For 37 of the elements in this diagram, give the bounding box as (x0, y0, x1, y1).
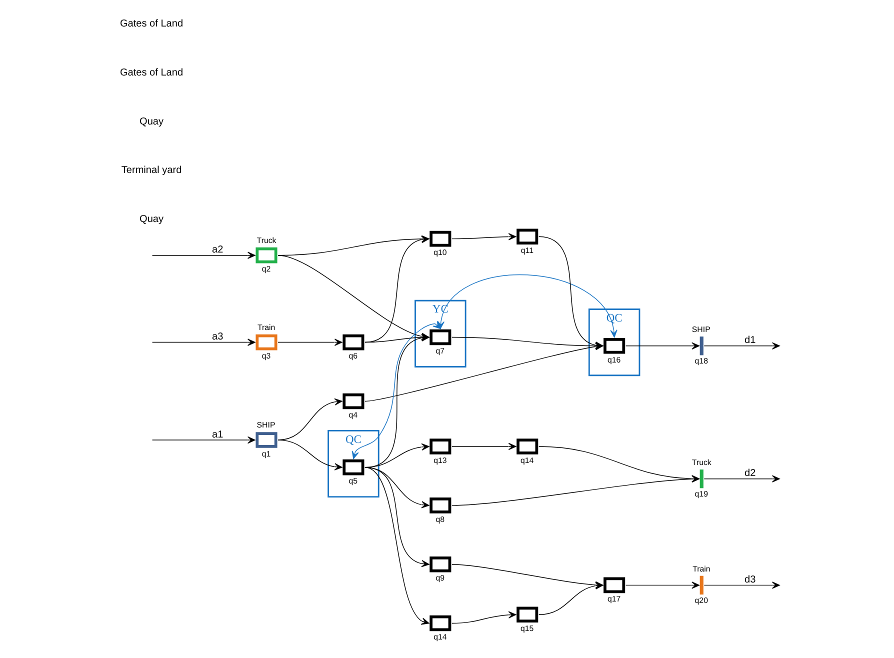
node-label: q5 (348, 476, 358, 486)
label: Quay (139, 214, 164, 226)
edge-label: d2 (744, 468, 756, 480)
node-label: SHIP (256, 420, 275, 430)
node-label: q9 (435, 574, 444, 583)
node-label: q3 (261, 352, 270, 361)
node-label: SHIP (691, 325, 710, 334)
node-label: q18 (694, 356, 708, 366)
edge-label: a1 (212, 429, 223, 440)
node-label: Train (257, 322, 275, 332)
node-label: q20 (694, 596, 708, 606)
node-label: Train (692, 564, 710, 574)
edge-label: a3 (212, 332, 223, 343)
node-label: q11 (520, 246, 533, 256)
edge-label: d1 (744, 335, 756, 346)
node-label: q10 (433, 248, 446, 258)
edge-label: d3 (744, 574, 756, 586)
node-label: q15 (520, 624, 534, 634)
node-label: q19 (694, 490, 708, 499)
label: Gates of Land (119, 67, 183, 78)
node-label: q14 (520, 456, 534, 465)
label: Quay (139, 116, 164, 128)
node-label: Truck (256, 236, 276, 245)
node-label: q14 (433, 632, 446, 642)
edge-label: a2 (212, 244, 223, 256)
node-label: q8 (435, 514, 444, 524)
node-label: q17 (606, 594, 620, 604)
node-label: Truck (691, 458, 711, 468)
node-label: q1 (261, 449, 270, 458)
node-label: q16 (606, 355, 620, 364)
node-label: q13 (433, 456, 446, 465)
node-label: q4 (348, 410, 358, 420)
label: Gates of Land (119, 18, 183, 30)
node-label: q6 (348, 352, 358, 361)
node-label: q7 (435, 346, 444, 356)
label: Terminal yard (120, 165, 182, 176)
node-label: q2 (261, 264, 270, 274)
